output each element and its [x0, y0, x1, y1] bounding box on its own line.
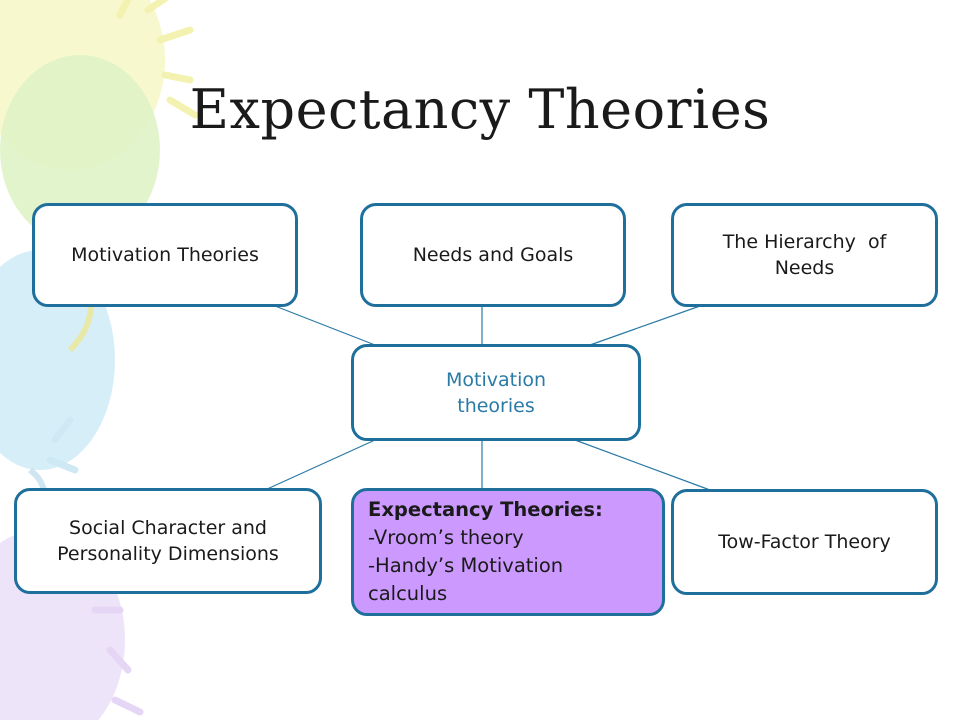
- node-hierarchy-of-needs: The Hierarchy of Needs: [671, 203, 938, 307]
- sparkle-rays: [46, 416, 79, 474]
- center-label: Motivation theories: [446, 367, 546, 419]
- sparkle-rays: [116, 0, 199, 119]
- node-label: Tow-Factor Theory: [718, 531, 891, 553]
- slide-title: Expectancy Theories: [189, 78, 771, 141]
- sparkle-rays: [91, 606, 144, 716]
- node-social-character: Social Character and Personality Dimensi…: [14, 488, 322, 594]
- connector-bottom-right: [574, 439, 711, 491]
- node-label-line1: Social Character and: [69, 517, 267, 539]
- center-label-line1: Motivation: [445, 368, 547, 391]
- node-label: The Hierarchy of Needs: [722, 231, 893, 279]
- node-heading: Expectancy Theories:: [368, 498, 603, 521]
- node-label: Social Character and Personality Dimensi…: [57, 515, 279, 567]
- node-two-factor-theory: Tow-Factor Theory: [671, 489, 938, 595]
- center-label-line2: theories: [457, 394, 535, 417]
- node-motivation-theories-center: Motivation theories: [351, 344, 641, 441]
- connector-bottom-left: [264, 439, 376, 491]
- node-motivation-theories: Motivation Theories: [32, 203, 298, 307]
- node-label-line2: Personality Dimensions: [57, 543, 279, 565]
- node-needs-and-goals: Needs and Goals: [360, 203, 626, 307]
- node-label: Motivation Theories: [71, 244, 259, 266]
- balloon-green: [0, 55, 160, 245]
- node-label: Needs and Goals: [412, 244, 574, 266]
- node-line-handy: -Handy’s Motivation: [368, 554, 564, 577]
- node-expectancy-theories: Expectancy Theories: -Vroom’s theory -Ha…: [351, 488, 665, 616]
- connector-top-left: [274, 305, 376, 346]
- node-line-vroom: -Vroom’s theory: [368, 526, 524, 549]
- node-line-calculus: calculus: [368, 582, 448, 605]
- node-content: Expectancy Theories: -Vroom’s theory -Ha…: [368, 496, 603, 608]
- connector-top-right: [589, 305, 701, 346]
